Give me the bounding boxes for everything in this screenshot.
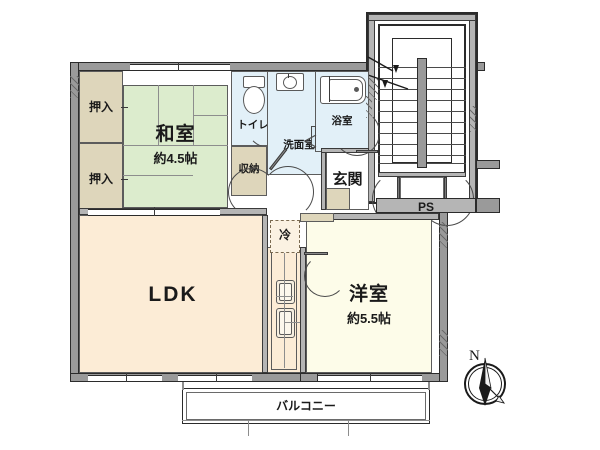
landing-door-panel-right[interactable] xyxy=(444,177,447,199)
genkan-shoe-box xyxy=(326,188,350,210)
room-label-genkan: 玄関 xyxy=(332,171,363,188)
room-area-yoshitsu: 約5.5帖 xyxy=(346,311,392,326)
exterior-wall-hatch-right-lower xyxy=(439,330,448,356)
stair-center-stringer xyxy=(417,58,427,168)
bathtub-drain xyxy=(354,87,359,92)
room-label-washitsu: 和室 xyxy=(155,124,196,145)
room-ldk xyxy=(79,215,267,373)
balcony-inner-edge xyxy=(186,392,426,420)
ldk-window-mullion-left xyxy=(126,373,127,382)
exterior-wall-hatch-bath xyxy=(369,78,378,100)
ldk-window-left[interactable] xyxy=(88,375,162,382)
balcony-connector-right xyxy=(428,382,430,390)
wall-pier-bottom-mid xyxy=(300,373,318,382)
ldk-window-mullion-right xyxy=(216,373,217,382)
exterior-wall-hatch-right-upper xyxy=(439,222,448,248)
balcony-panel-joint-right xyxy=(348,420,349,436)
sliding-door-mullion xyxy=(154,207,155,216)
genkan-wall-left xyxy=(321,152,326,210)
front-door-swing[interactable] xyxy=(334,110,380,156)
landing-floor xyxy=(400,177,444,199)
room-washitsu xyxy=(123,85,228,208)
oshiire-door-tick[interactable] xyxy=(121,179,128,180)
tatami-mat-line xyxy=(123,145,228,146)
balcony-label: バルコニー xyxy=(276,399,336,413)
yoshitsu-door-swing[interactable] xyxy=(304,255,346,297)
yoshitsu-door-panel[interactable] xyxy=(304,252,328,255)
exterior-wall-hatch-stair xyxy=(366,96,372,118)
exterior-wall-hatch-stair-2 xyxy=(470,106,476,132)
bath-door[interactable] xyxy=(311,126,316,148)
washitsu-window[interactable] xyxy=(130,64,230,71)
pipe-shaft-ps xyxy=(376,198,476,213)
pipe-shaft-label: PS xyxy=(417,200,434,214)
yoshitsu-window-mullion xyxy=(370,373,371,382)
room-label-ldk: LDK xyxy=(148,283,198,306)
balcony-panel-joint-left xyxy=(248,420,249,436)
exterior-wall-left xyxy=(70,62,79,382)
tatami-mat-line xyxy=(158,85,159,145)
wall-kitchen-yoshitsu xyxy=(300,247,306,373)
ldk-window-right[interactable] xyxy=(178,375,252,382)
kitchen-stove-line xyxy=(284,322,308,323)
room-label-senmenjo: 洗面室 xyxy=(283,139,315,151)
balcony-connector-left xyxy=(182,382,184,390)
tatami-mat-line xyxy=(123,175,193,176)
corridor-door-swing[interactable] xyxy=(228,168,276,216)
wall-ldk-kitchen xyxy=(262,215,268,373)
balcony-outer-line xyxy=(182,420,430,421)
yoshitsu-upper-closet xyxy=(300,213,334,222)
landing-threshold xyxy=(378,172,466,177)
storage-label-oshiire-lower: 押入 xyxy=(88,172,113,186)
storage-label-oshiire-upper: 押入 xyxy=(88,100,113,114)
wash-basin-tap xyxy=(288,74,289,78)
front-door-panel[interactable] xyxy=(356,150,378,153)
bathtub-divider xyxy=(329,76,330,102)
senmenjo-door-swing[interactable] xyxy=(262,166,314,218)
right-party-wall xyxy=(476,160,500,169)
room-area-washitsu: 約4.5帖 xyxy=(153,151,198,166)
ps-extension-wall-right xyxy=(476,198,500,213)
stairwell-wall-top xyxy=(368,14,476,21)
kitchen-sink-inner xyxy=(279,283,292,301)
refrigerator-label: 冷 xyxy=(278,228,291,242)
exterior-wall-hatch-left xyxy=(70,76,79,98)
compass-rose: N xyxy=(464,348,506,406)
wash-basin-bowl xyxy=(283,76,297,89)
svg-text:N: N xyxy=(469,348,480,364)
kitchen-centerline xyxy=(284,253,285,368)
oshiire-door-tick[interactable] xyxy=(121,107,128,108)
refrigerator-space xyxy=(270,220,300,253)
tatami-mat-line xyxy=(193,115,228,116)
room-label-yoshitsu: 洋室 xyxy=(348,284,389,305)
storage-oshiire-upper xyxy=(79,71,123,143)
storage-oshiire-lower xyxy=(79,143,123,215)
washitsu-window-mullion xyxy=(178,62,179,71)
kitchen-stove-inner xyxy=(279,311,292,335)
kitchen-sink-tap-line xyxy=(276,296,293,297)
